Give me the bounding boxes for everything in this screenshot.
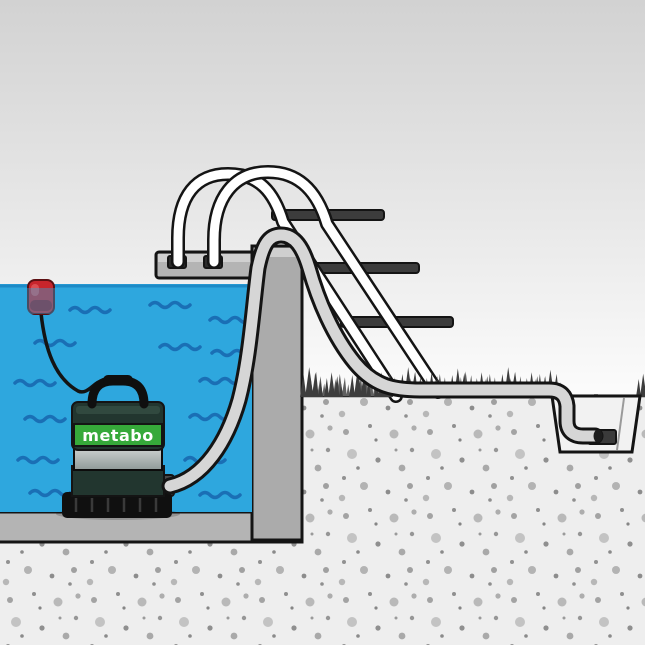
pump-brand-label: metabo [82,426,153,445]
pool-ladder [167,165,454,403]
drain-pit-inner-edge [616,397,625,451]
hose-tube [164,229,601,492]
float-submerged-overlay [26,288,56,314]
hose-end-opening [593,429,603,443]
concrete-under-pool [0,542,302,645]
pump-base [62,492,172,518]
pump-brand-band: metabo [73,423,163,447]
float-switch-shade [30,300,52,311]
handrail-front-tube [173,169,401,401]
pump-base-intake-slots [74,498,158,512]
pump-handle-grip [103,375,133,385]
float-switch [26,279,56,315]
pool-wall-top-face [254,248,300,257]
pump-brand-band-rect [73,423,163,447]
handrail-back-tube [209,167,443,397]
drain-hose [161,226,604,495]
submersible-pump: metabo [26,279,180,520]
float-switch-highlight [31,284,39,296]
ladder-handrail-front [171,167,403,403]
ladder-handrail-back [207,165,445,399]
pump-top-highlight [76,406,160,414]
